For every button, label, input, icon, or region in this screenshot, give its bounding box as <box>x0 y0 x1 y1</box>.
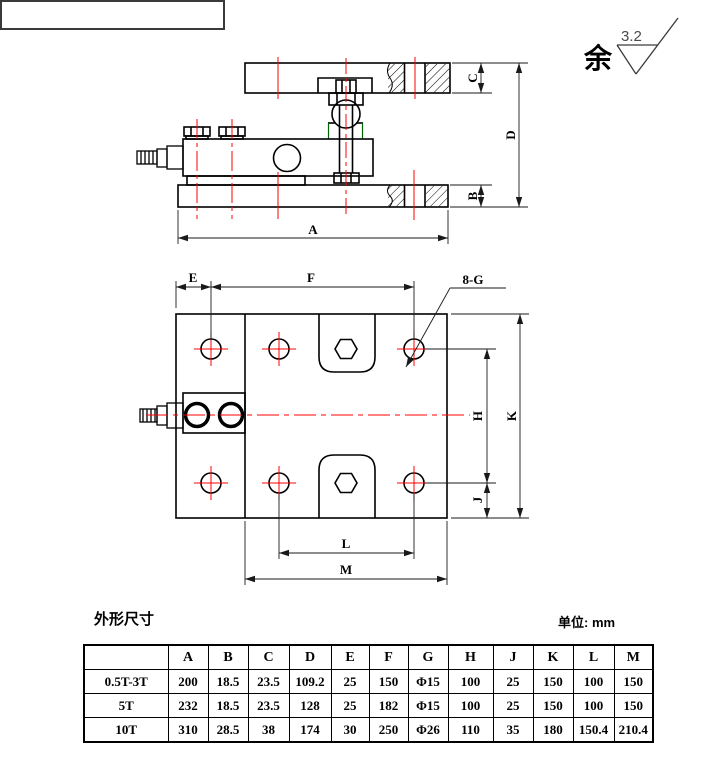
table-header-cell: H <box>447 644 494 670</box>
table-row-label: 10T <box>83 717 169 743</box>
dim-label-c: C <box>465 73 480 82</box>
table-cell: 109.2 <box>288 669 332 694</box>
roughness-value-text: 3.2 <box>621 28 642 45</box>
table-row-label: 0.5T-3T <box>83 669 169 694</box>
table-cell: 30 <box>330 717 370 743</box>
table-header-cell: K <box>532 644 574 670</box>
table-cell: 128 <box>288 693 332 718</box>
table-cell: 182 <box>368 693 409 718</box>
table-cell: 25 <box>330 693 370 718</box>
cable-gland <box>136 145 184 170</box>
table-header-cell: E <box>330 644 370 670</box>
table-cell: 100 <box>447 669 494 694</box>
body-hole <box>272 143 302 173</box>
table-cell: 174 <box>288 717 332 743</box>
table-cell: 25 <box>492 669 534 694</box>
table-cell: 150 <box>532 693 574 718</box>
load-cell-body <box>182 138 374 177</box>
roughness-prefix-text: 余 <box>583 42 613 74</box>
table-cell: 23.5 <box>247 693 290 718</box>
hex-bolt-top <box>334 338 358 360</box>
side-view-centerlines <box>196 57 416 220</box>
dim-label-d: D <box>503 130 518 139</box>
table-cell: 25 <box>492 693 534 718</box>
section-hatch <box>425 63 450 93</box>
table-cell: 150 <box>613 669 654 694</box>
bolt-head-circle <box>217 401 245 429</box>
dim-label-k: K <box>504 410 519 421</box>
surface-roughness-symbol: 余 3.2 <box>583 17 679 75</box>
table-header-cell: L <box>572 644 615 670</box>
table-cell: 310 <box>167 717 209 743</box>
base-plate-top-view <box>175 313 448 519</box>
shim-plate <box>186 175 306 186</box>
drawing-svg: 余 3.2 <box>0 0 679 585</box>
dimension-table: A B C D E F G H J K L M 0.5T-3T 200 18.5… <box>83 644 654 743</box>
table-header-cell: B <box>207 644 249 670</box>
dim-label-m: M <box>340 562 352 577</box>
table-header-cell: A <box>167 644 209 670</box>
table-header-cell: F <box>368 644 409 670</box>
table-cell: 110 <box>447 717 494 743</box>
table-cell: 100 <box>572 693 615 718</box>
dim-label-a: A <box>308 222 318 237</box>
table-cell: 28.5 <box>207 717 249 743</box>
section-hatch <box>425 185 448 207</box>
table-cell: 100 <box>572 669 615 694</box>
dim-label-h: H <box>470 411 485 421</box>
table-cell: 25 <box>330 669 370 694</box>
table-header-row: A B C D E F G H J K L M <box>83 644 654 670</box>
table-cell: 35 <box>492 717 534 743</box>
table-row-label: 5T <box>83 693 169 718</box>
u-cutout-top <box>318 314 376 373</box>
title-block <box>0 0 225 30</box>
table-cell: 180 <box>532 717 574 743</box>
table-title: 外形尺寸 <box>94 611 155 628</box>
table-row: 5T 232 18.5 23.5 128 25 182 Φ15 100 25 1… <box>83 693 654 718</box>
table-cell: 18.5 <box>207 669 249 694</box>
top-view <box>139 313 448 519</box>
table-cell: 150 <box>613 693 654 718</box>
dim-label-e: E <box>189 270 198 285</box>
table-row: 10T 310 28.5 38 174 30 250 Φ26 110 35 18… <box>83 717 654 743</box>
dim-label-8g: 8-G <box>463 272 484 287</box>
table-header-cell: G <box>407 644 449 670</box>
dim-label-j: J <box>470 496 485 503</box>
table-header-cell: D <box>288 644 332 670</box>
table-cell: 232 <box>167 693 209 718</box>
table-header-cell: M <box>613 644 654 670</box>
table-cell: 23.5 <box>247 669 290 694</box>
dim-label-f: F <box>307 270 315 285</box>
u-cutout-bottom <box>318 454 376 518</box>
table-unit-label: 单位: mm <box>558 615 616 630</box>
table-cell: 210.4 <box>613 717 654 743</box>
table-cell: 150.4 <box>572 717 615 743</box>
base-plate <box>177 184 449 208</box>
table-header-cell: C <box>247 644 290 670</box>
side-view <box>136 62 451 208</box>
dim-label-l: L <box>342 536 351 551</box>
table-cell: 18.5 <box>207 693 249 718</box>
top-view-centerlines <box>146 332 470 500</box>
hex-bolt-bottom <box>334 472 358 494</box>
table-cell: 150 <box>532 669 574 694</box>
table-header-cell: J <box>492 644 534 670</box>
table-cell: 250 <box>368 717 409 743</box>
top-view-dimensions <box>175 281 529 585</box>
table-header-cell <box>83 644 169 670</box>
table-cell: Φ15 <box>407 669 449 694</box>
table-row: 0.5T-3T 200 18.5 23.5 109.2 25 150 Φ15 1… <box>83 669 654 694</box>
table-cell: Φ15 <box>407 693 449 718</box>
table-cell: Φ26 <box>407 717 449 743</box>
table-cell: 38 <box>247 717 290 743</box>
table-cell: 150 <box>368 669 409 694</box>
dim-label-b: B <box>465 191 480 200</box>
table-cell: 200 <box>167 669 209 694</box>
side-view-dimensions <box>177 62 528 244</box>
table-cell: 100 <box>447 693 494 718</box>
